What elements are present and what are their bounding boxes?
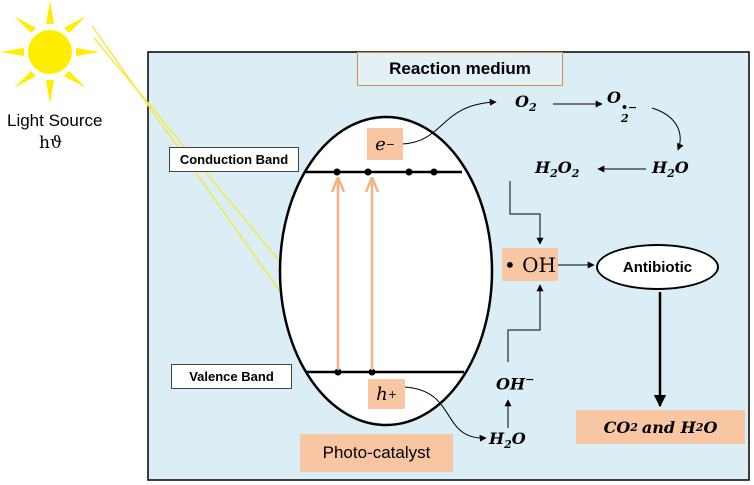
hydroxyl-radical-box: • OH	[502, 248, 558, 281]
reaction-medium-title: Reaction medium	[357, 52, 563, 86]
light-source-label: Light Source	[7, 111, 103, 130]
electron-dot	[405, 168, 413, 176]
photocatalyst-particle	[278, 115, 494, 427]
conduction-band-label: Conduction Band	[169, 147, 299, 172]
hydrogen-peroxide-species: H2O2	[535, 158, 580, 181]
valence-band-label: Valence Band	[171, 364, 292, 389]
water-species-bottom: H2O	[489, 429, 526, 452]
electron-dot	[333, 168, 341, 176]
water-species-top: H2O	[652, 158, 689, 181]
photocatalyst-label: Photo-catalyst	[300, 434, 453, 472]
electron-label: e−	[367, 128, 403, 160]
electron-dot	[430, 168, 438, 176]
hole-dot	[368, 368, 376, 376]
arrow-superoxide-to-h2o	[651, 107, 684, 151]
arrow-hole-to-h2o	[403, 386, 487, 442]
hole-label: h+	[368, 379, 405, 409]
hole-dot	[334, 368, 342, 376]
arrow-electron-to-o2	[401, 98, 497, 145]
antibiotic-node: Antibiotic	[596, 244, 719, 290]
arrow-hydroxide-to-oh	[507, 284, 544, 362]
hydroxide-species: OH−	[496, 373, 535, 394]
superoxide-species: O•−2	[607, 88, 638, 125]
sun-icon	[0, 0, 100, 104]
electron-dot	[364, 168, 372, 176]
arrow-h2o2-to-oh	[509, 181, 544, 245]
oxygen-species: O2	[515, 92, 537, 115]
photon-energy-symbol: hϑ	[39, 133, 63, 153]
